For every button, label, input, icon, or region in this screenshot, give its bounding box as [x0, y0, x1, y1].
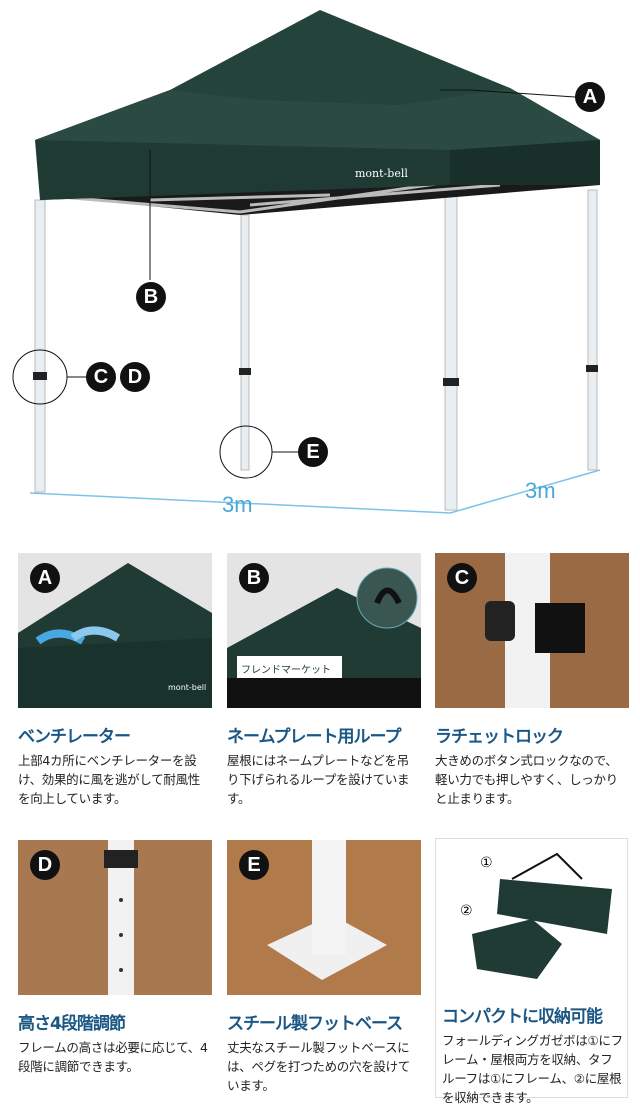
- feature-ratchet-lock: C ラチェットロック 大きめのボタン式ロックなので、軽い力でも押しやすく、しっか…: [435, 553, 629, 808]
- ventilator-photo: mont-bell A: [18, 553, 212, 708]
- feature-title: ラチェットロック: [435, 727, 564, 747]
- feature-description: フレームの高さは必要に応じて、4段階に調節できます。: [18, 1040, 208, 1074]
- feature-height-adjust: D 高さ4段階調節 フレームの高さは必要に応じて、4段階に調節できます。: [18, 840, 212, 1076]
- callout-c-badge: C: [86, 362, 116, 392]
- svg-text:mont-bell: mont-bell: [168, 683, 206, 692]
- feature-ventilator: mont-bell A ベンチレーター 上部4カ所にベンチレーターを設け、効果的…: [18, 553, 212, 808]
- height-adjust-photo: D: [18, 840, 212, 995]
- callout-a-badge: A: [575, 82, 605, 112]
- feature-nameplate-loop: B フレンドマーケット ネームプレート用ループ 屋根にはネームプレートなどを吊り…: [227, 553, 421, 808]
- feature-foot-base: E スチール製フットベース 丈夫なスチール製フットベースには、ペグを打つための穴…: [227, 840, 421, 1095]
- feature-description: フォールディングガゼボは①にフレーム・屋根両方を収納、タフルーフは①にフレーム、…: [442, 1033, 623, 1105]
- brand-logo: mont-bell: [355, 167, 408, 180]
- nameplate-loop-photo: B フレンドマーケット: [227, 553, 421, 708]
- depth-dimension-label: 3m: [525, 478, 556, 503]
- nameplate-text: フレンドマーケット: [241, 665, 331, 676]
- feature-description: 丈夫なスチール製フットベースには、ペグを打つための穴を設けています。: [227, 1040, 411, 1093]
- badge-b: B: [239, 563, 269, 593]
- feature-title: ネームプレート用ループ: [227, 727, 401, 747]
- feature-description: 上部4カ所にベンチレーターを設け、効果的に風を逃がして耐風性を向上しています。: [18, 753, 201, 806]
- foot-base-photo: E: [227, 840, 421, 995]
- feature-title: 高さ4段階調節: [18, 1014, 126, 1034]
- feature-title: ベンチレーター: [18, 727, 131, 747]
- tent-overview-illustration: mont-bell A B C D E 3m 3m: [0, 0, 640, 530]
- feature-compact-storage: ① ② コンパクトに収納可能 フォールディングガゼボは①にフレーム・屋根両方を収…: [435, 838, 628, 1105]
- feature-title: コンパクトに収納可能: [442, 1007, 603, 1027]
- badge-e: E: [239, 850, 269, 880]
- badge-d: D: [30, 850, 60, 880]
- ratchet-lock-photo: C: [435, 553, 629, 708]
- bag-1-label: ①: [480, 855, 493, 871]
- callout-e-badge: E: [298, 437, 328, 467]
- callout-b-badge: B: [136, 282, 166, 312]
- feature-description: 大きめのボタン式ロックなので、軽い力でも押しやすく、しっかりと止まります。: [435, 753, 618, 806]
- tent-image: mont-bell: [12, 10, 601, 514]
- storage-bags-photo: ① ②: [442, 839, 622, 994]
- badge-a: A: [30, 563, 60, 593]
- feature-title: スチール製フットベース: [227, 1014, 403, 1034]
- bag-2-label: ②: [460, 903, 473, 919]
- badge-c: C: [447, 563, 477, 593]
- width-dimension-label: 3m: [222, 492, 253, 517]
- callout-d-badge: D: [120, 362, 150, 392]
- feature-description: 屋根にはネームプレートなどを吊り下げられるループを設けています。: [227, 753, 410, 806]
